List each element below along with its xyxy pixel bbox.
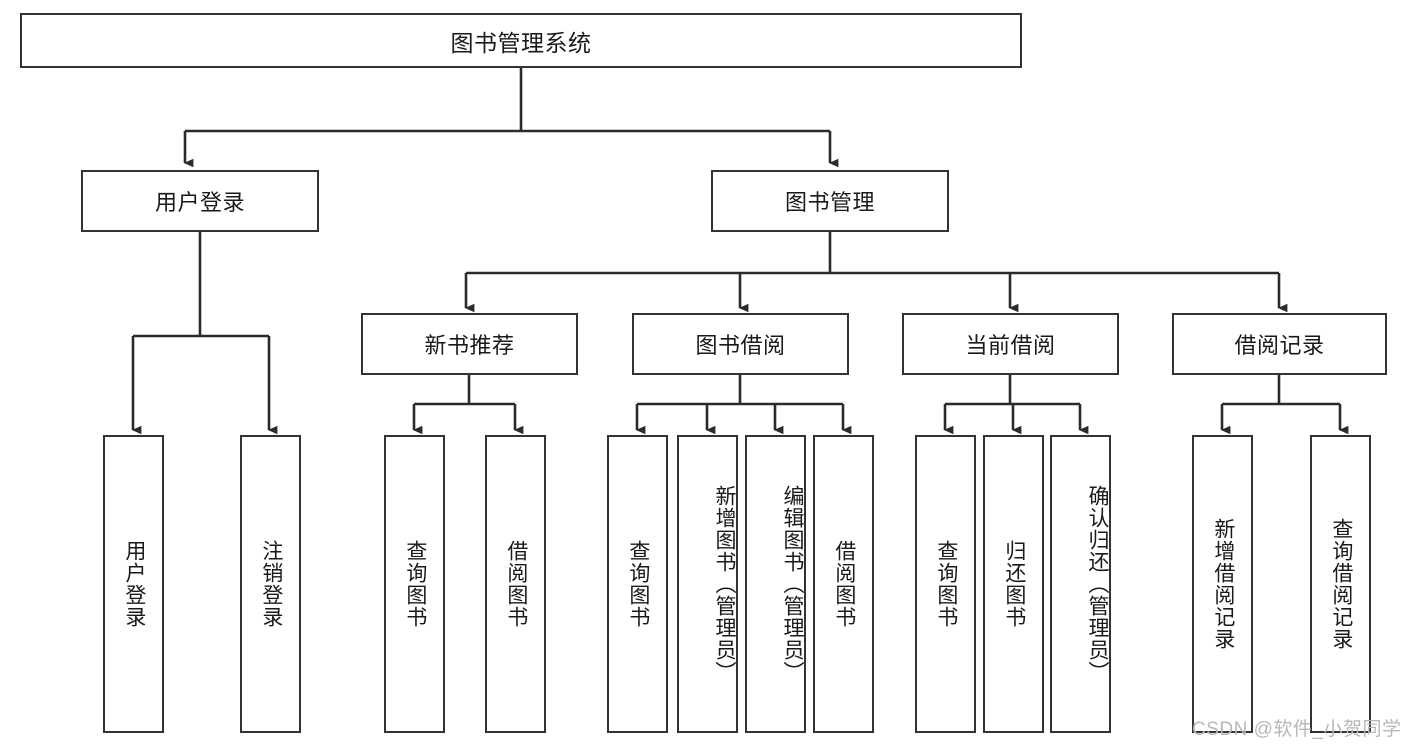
node-leaf-logout-login[interactable]: 注销登录 — [240, 435, 301, 733]
node-book-borrow[interactable]: 图书借阅 — [632, 313, 849, 375]
node-label: 注销登录 — [259, 540, 283, 628]
node-label: 新增借阅记录 — [1211, 518, 1235, 650]
node-label: 当前借阅 — [965, 333, 1056, 358]
node-current-borrow[interactable]: 当前借阅 — [902, 313, 1119, 375]
node-label: 查询借阅记录 — [1329, 518, 1353, 650]
node-label: 借阅记录 — [1234, 333, 1325, 358]
node-label: 借阅图书 — [832, 540, 856, 628]
node-leaf-confirm-return-admin[interactable]: 确认归还（管理员） — [1050, 435, 1111, 733]
node-leaf-borrow-book[interactable]: 借阅图书 — [813, 435, 874, 733]
node-leaf-user-login[interactable]: 用户登录 — [103, 435, 164, 733]
node-leaf-query-book-recommend[interactable]: 查询图书 — [384, 435, 445, 733]
node-label: 新书推荐 — [424, 333, 515, 358]
watermark: CSDN @软件_小贺同学 — [1192, 719, 1402, 740]
node-label: 借阅图书 — [504, 540, 528, 628]
node-user-login[interactable]: 用户登录 — [81, 170, 319, 232]
node-label: 查询图书 — [626, 540, 650, 628]
node-leaf-query-borrow-record[interactable]: 查询借阅记录 — [1310, 435, 1371, 733]
node-leaf-add-book-admin[interactable]: 新增图书（管理员） — [677, 435, 738, 733]
node-leaf-query-book-current[interactable]: 查询图书 — [915, 435, 976, 733]
node-root-book-management-system[interactable]: 图书管理系统 — [20, 13, 1022, 68]
node-label: 确认归还（管理员） — [1086, 485, 1109, 683]
node-leaf-edit-book-admin[interactable]: 编辑图书（管理员） — [745, 435, 806, 733]
node-leaf-query-book-borrow[interactable]: 查询图书 — [607, 435, 668, 733]
node-leaf-borrow-book-recommend[interactable]: 借阅图书 — [485, 435, 546, 733]
node-leaf-add-borrow-record[interactable]: 新增借阅记录 — [1192, 435, 1253, 733]
node-label: 图书管理系统 — [450, 29, 592, 56]
node-label: 用户登录 — [122, 540, 146, 628]
node-label: 归还图书 — [1002, 540, 1026, 628]
node-label: 查询图书 — [403, 540, 427, 628]
node-label: 用户登录 — [154, 190, 245, 215]
node-label: 图书借阅 — [695, 333, 786, 358]
node-book-management[interactable]: 图书管理 — [711, 170, 949, 232]
node-new-book-recommend[interactable]: 新书推荐 — [361, 313, 578, 375]
node-label: 编辑图书（管理员） — [781, 485, 804, 683]
node-label: 新增图书（管理员） — [713, 485, 736, 683]
node-label: 图书管理 — [784, 190, 875, 215]
node-borrow-record[interactable]: 借阅记录 — [1172, 313, 1387, 375]
node-label: 查询图书 — [934, 540, 958, 628]
node-leaf-return-book[interactable]: 归还图书 — [983, 435, 1044, 733]
